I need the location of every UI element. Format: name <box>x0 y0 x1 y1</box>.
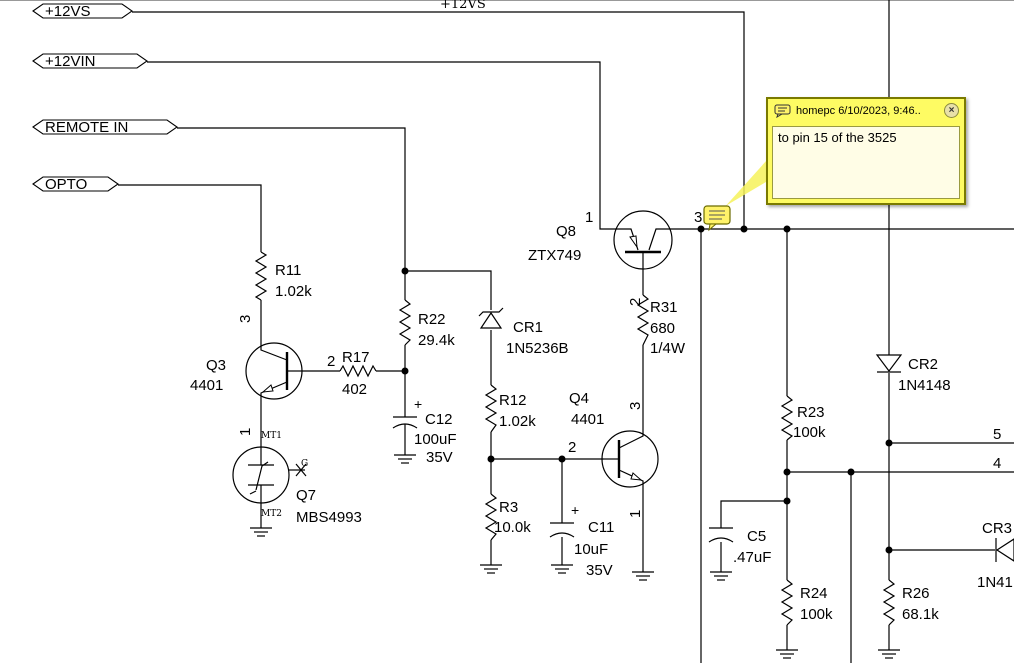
diode-cr3[interactable]: CR3 1N41 <box>977 520 1014 591</box>
q4-value: 4401 <box>571 411 604 428</box>
c12-value: 100uF <box>414 431 457 448</box>
q4-ref: Q4 <box>569 390 589 407</box>
r12-ref: R12 <box>499 392 527 409</box>
q3-pin-3: 3 <box>237 315 254 323</box>
diode-cr2[interactable]: CR2 1N4148 <box>875 354 951 394</box>
r23-ref: R23 <box>797 404 825 421</box>
c5-value: .47uF <box>733 549 771 566</box>
q4-pin-3: 3 <box>627 402 644 410</box>
port-12vs[interactable]: +12VS <box>32 3 133 20</box>
capacitor-c11[interactable]: + C11 10uF 35V <box>549 502 614 579</box>
port-remote-in[interactable]: REMOTE IN <box>32 119 178 136</box>
q8-pin-1: 1 <box>585 209 593 226</box>
resistor-r17[interactable]: R17 402 2 <box>327 349 377 398</box>
q3-value: 4401 <box>190 377 223 394</box>
r31-value: 680 <box>650 320 675 337</box>
r17-ref: R17 <box>342 349 370 366</box>
c12-voltage: 35V <box>426 449 453 466</box>
r3-value: 10.0k <box>494 519 531 536</box>
r11-value: 1.02k <box>275 283 312 300</box>
transistor-q3[interactable]: Q3 4401 3 1 <box>190 315 303 436</box>
c11-voltage: 35V <box>586 562 613 579</box>
q8-value: ZTX749 <box>528 247 581 264</box>
resistor-r3[interactable]: R3 10.0k <box>484 493 531 541</box>
net-pin-5: 5 <box>993 426 1001 443</box>
c12-ref: C12 <box>425 411 453 428</box>
r24-value: 100k <box>800 606 833 623</box>
c11-value: 10uF <box>574 541 608 558</box>
q4-pin-1: 1 <box>627 510 644 518</box>
port-12vs-label: +12VS <box>45 3 90 20</box>
resistor-r11[interactable]: R11 1.02k <box>254 251 312 301</box>
close-icon[interactable]: × <box>944 103 959 118</box>
transistor-q4[interactable]: Q4 4401 2 3 1 <box>568 390 659 518</box>
net-pin-4: 4 <box>993 455 1001 472</box>
r26-ref: R26 <box>902 585 930 602</box>
port-12vin-label: +12VIN <box>45 53 95 70</box>
q7-gate: G <box>301 459 308 469</box>
resistor-r24[interactable]: R24 100k <box>780 579 833 626</box>
c5-ref: C5 <box>747 528 766 545</box>
comment-icon <box>774 104 791 118</box>
net-label-12vs: +12VS <box>440 0 486 12</box>
r17-value: 402 <box>342 381 367 398</box>
q3-pin-1: 1 <box>237 428 254 436</box>
cr2-ref: CR2 <box>908 356 938 373</box>
resistor-r22[interactable]: R22 29.4k <box>398 299 455 349</box>
comment-note[interactable]: homepc 6/10/2023, 9:46.. × to pin 15 of … <box>766 97 966 205</box>
port-opto-label: OPTO <box>45 176 87 193</box>
port-12vin[interactable]: +12VIN <box>32 53 148 70</box>
r23-value: 100k <box>793 424 826 441</box>
resistor-r12[interactable]: R12 1.02k <box>484 384 536 433</box>
q7-mt2: MT2 <box>261 509 282 519</box>
resistor-r26[interactable]: R26 68.1k <box>882 579 939 626</box>
r31-wattage: 1/4W <box>650 340 686 357</box>
port-opto[interactable]: OPTO <box>32 176 119 193</box>
q7-mt1: MT1 <box>261 431 282 441</box>
c11-ref: C11 <box>588 519 614 536</box>
q8-pin-3: 3 <box>694 209 702 226</box>
r22-value: 29.4k <box>418 332 455 349</box>
r12-value: 1.02k <box>499 413 536 430</box>
q4-pin-2: 2 <box>568 439 576 456</box>
note-author-date: homepc 6/10/2023, 9:46.. <box>796 105 921 117</box>
r31-ref: R31 <box>650 299 678 316</box>
note-callout-pointer <box>712 150 776 214</box>
capacitor-c5[interactable]: C5 .47uF <box>708 527 771 566</box>
comment-marker-icon[interactable] <box>703 205 731 232</box>
zener-cr1[interactable]: CR1 1N5236B <box>478 307 569 357</box>
r24-ref: R24 <box>800 585 828 602</box>
port-remote-in-label: REMOTE IN <box>45 119 128 136</box>
cr1-value: 1N5236B <box>506 340 569 357</box>
resistor-r31[interactable]: R31 680 1/4W <box>636 294 686 357</box>
c11-plus: + <box>571 502 579 518</box>
transistor-q8[interactable]: Q8 ZTX749 1 3 2 <box>528 209 702 306</box>
q7-value: MBS4993 <box>296 509 362 526</box>
cr1-ref: CR1 <box>513 319 543 336</box>
q3-pin-2: 2 <box>327 353 335 370</box>
triac-q7[interactable]: MT1 MT2 G Q7 MBS4993 <box>232 431 362 526</box>
resistor-r23[interactable]: R23 100k <box>780 395 826 441</box>
q8-pin-2: 2 <box>627 298 644 306</box>
r26-value: 68.1k <box>902 606 939 623</box>
junction-dots <box>401 225 893 554</box>
c12-plus: + <box>414 396 422 412</box>
r3-ref: R3 <box>499 499 518 516</box>
r22-ref: R22 <box>418 311 446 328</box>
cr2-value: 1N4148 <box>898 377 951 394</box>
r11-ref: R11 <box>275 262 301 279</box>
q7-ref: Q7 <box>296 487 316 504</box>
q8-ref: Q8 <box>556 223 576 240</box>
capacitor-c12[interactable]: + C12 100uF 35V <box>392 396 457 466</box>
q3-ref: Q3 <box>206 357 226 374</box>
cr3-ref: CR3 <box>982 520 1012 537</box>
note-header: homepc 6/10/2023, 9:46.. <box>768 99 964 123</box>
note-text[interactable]: to pin 15 of the 3525 <box>772 126 960 199</box>
cr3-value: 1N41 <box>977 574 1013 591</box>
